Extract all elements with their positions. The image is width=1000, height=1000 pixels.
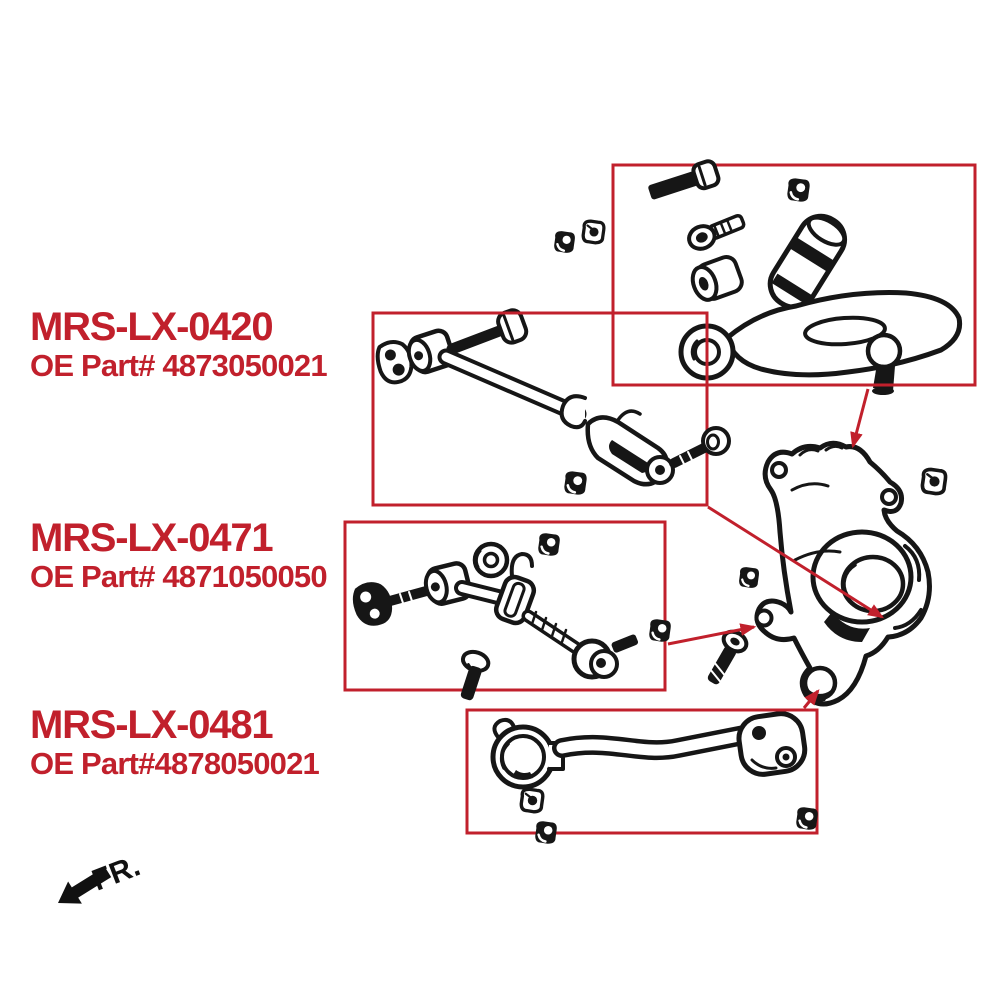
oe-part-number-text: OE Part# 4873050021: [30, 348, 328, 383]
camber-arm-box: [371, 311, 709, 507]
callout-arrow-toe-arm: [667, 623, 757, 646]
front-direction-arrow-icon: [58, 866, 112, 904]
front-direction-indicator: FR.: [58, 849, 145, 904]
callout-arrow-trailing-arm: [802, 689, 820, 709]
line-art-over-layer: [460, 159, 820, 845]
front-direction-label: FR.: [88, 849, 145, 897]
oe-part-number-text: OE Part# 4871050050: [30, 559, 328, 594]
part-number-text: MRS-LX-0471: [30, 516, 274, 560]
upper-arm-barrel-bushing: [767, 213, 848, 310]
nut-icon: [537, 532, 562, 557]
long-bolt-icon: [648, 159, 721, 200]
rear-lateral-camber-arm-assembly: [375, 308, 675, 487]
rear-trailing-arm: [490, 711, 808, 790]
callout-label-0481: MRS-LX-0481 OE Part#4878050021: [30, 703, 320, 781]
nut-icon: [648, 618, 673, 643]
nut-icon: [563, 470, 588, 496]
trailing-arm-box: [465, 708, 819, 835]
bushing-icon: [690, 255, 744, 302]
bolt-head-bracket-icon: [352, 582, 393, 626]
rear-upper-control-arm-assembly: [678, 213, 963, 395]
nut-icon: [519, 787, 545, 814]
callout-arrow-camber-arm: [707, 505, 885, 619]
trailing-arm-rear-housing: [736, 711, 808, 777]
oe-part-number-text: OE Part#4878050021: [30, 746, 320, 781]
nut-icon: [795, 806, 820, 831]
callout-label-0420: MRS-LX-0420 OE Part# 4873050021: [30, 305, 328, 383]
callout-layer: [343, 163, 977, 835]
nut-icon: [552, 229, 577, 255]
short-bolt-icon: [687, 213, 746, 251]
part-number-text: MRS-LX-0481: [30, 703, 274, 747]
toe-arm-box: [343, 520, 667, 692]
nut-icon: [737, 565, 761, 590]
nut-icon: [920, 467, 948, 496]
line-art-layer: [352, 213, 963, 814]
nut-icon: [534, 820, 559, 845]
washer-bracket-icon: [375, 339, 414, 385]
nut-icon: [581, 219, 606, 245]
callout-arrow-upper-arm: [850, 388, 870, 449]
pivot-bolt-icon: [669, 426, 731, 468]
rear-toe-control-arm-assembly: [352, 541, 639, 680]
nut-icon: [786, 177, 811, 203]
upper-control-arm-box: [611, 163, 977, 387]
drop-bolt-icon: [460, 649, 491, 701]
part-number-text: MRS-LX-0420: [30, 305, 274, 349]
callout-label-0471: MRS-LX-0471 OE Part# 4871050050: [30, 516, 328, 594]
rear-knuckle-hub: [754, 440, 932, 707]
